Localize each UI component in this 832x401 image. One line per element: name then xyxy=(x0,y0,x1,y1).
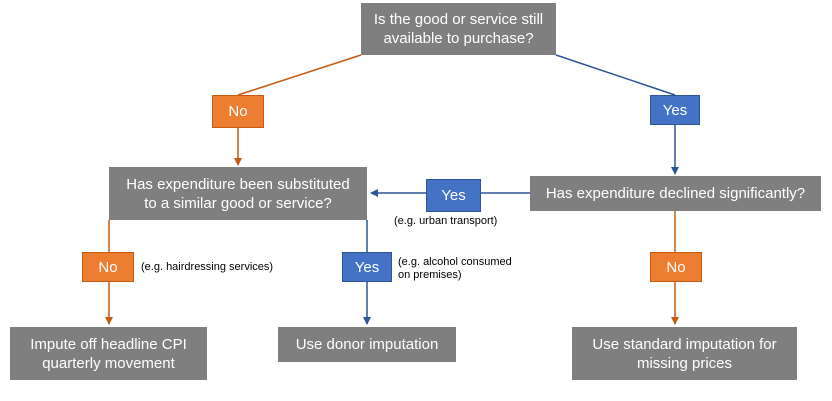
note-urban-transport: (e.g. urban transport) xyxy=(394,215,498,227)
yes-label-left: Yes xyxy=(342,252,392,282)
result-donor-imputation: Use donor imputation xyxy=(278,327,456,362)
no-label-top: No xyxy=(212,95,264,128)
edge-available-yes xyxy=(555,54,676,96)
question-declined: Has expenditure declined significantly? xyxy=(530,176,821,211)
result-standard-imputation: Use standard imputation for missing pric… xyxy=(572,327,797,380)
no-label-left: No xyxy=(82,252,134,282)
note-hairdressing: (e.g. hairdressing services) xyxy=(141,261,274,273)
question-still-available: Is the good or service still available t… xyxy=(361,3,556,55)
yes-label-top: Yes xyxy=(650,95,700,125)
note-alcohol: (e.g. alcohol consumed on premises) xyxy=(398,256,512,281)
no-label-right: No xyxy=(650,252,702,282)
edge-available-no xyxy=(237,54,362,96)
question-substituted: Has expenditure been substituted to a si… xyxy=(109,167,367,220)
result-impute-headline-cpi: Impute off headline CPI quarterly moveme… xyxy=(10,327,207,380)
yes-label-middle: Yes xyxy=(426,179,481,212)
